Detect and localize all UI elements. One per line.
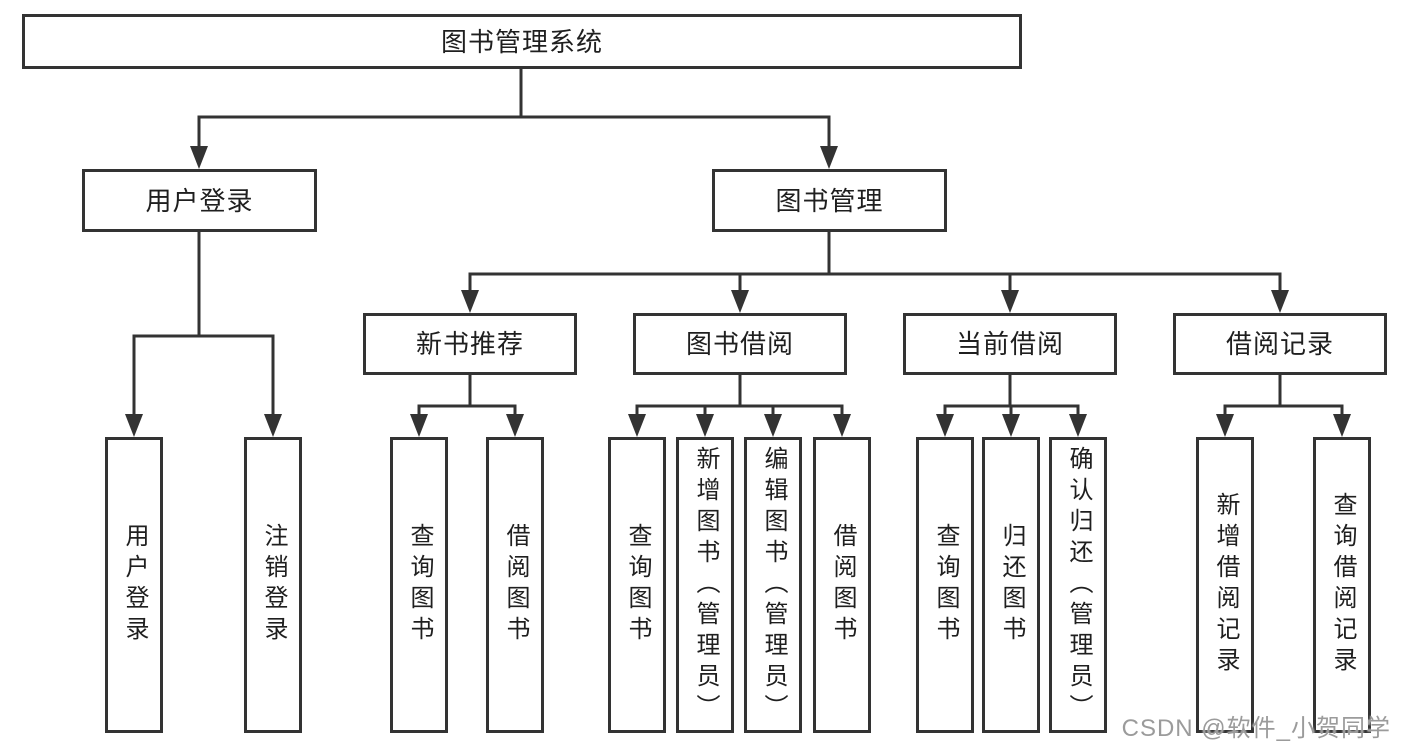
node-login-leaf: 用户登录 (105, 437, 163, 733)
node-label: 图书管理 (775, 185, 884, 216)
node-label: 图书管理系统 (440, 26, 603, 57)
node-label: 确认归还（管理员） (1065, 445, 1092, 725)
node-label: 查询借阅记录 (1329, 492, 1356, 678)
node-query-book-3: 查询图书 (916, 437, 974, 733)
node-root: 图书管理系统 (22, 14, 1022, 69)
node-user-login: 用户登录 (82, 169, 317, 232)
node-borrow-records: 借阅记录 (1173, 313, 1387, 375)
node-label: 注销登录 (260, 523, 287, 647)
node-query-book-1: 查询图书 (390, 437, 448, 733)
node-label: 编辑图书（管理员） (760, 445, 787, 725)
node-label: 用户登录 (121, 523, 148, 647)
node-label: 查询图书 (406, 523, 433, 647)
node-label: 新增图书（管理员） (692, 445, 719, 725)
node-book-borrow: 图书借阅 (633, 313, 847, 375)
node-confirm-return: 确认归还（管理员） (1049, 437, 1107, 733)
node-label: 借阅图书 (829, 523, 856, 647)
node-label: 新书推荐 (415, 329, 524, 359)
watermark: CSDN @软件_小贺同学 (1121, 715, 1391, 742)
node-label: 查询图书 (932, 523, 959, 647)
node-new-book-rec: 新书推荐 (363, 313, 577, 375)
node-edit-book: 编辑图书（管理员） (744, 437, 802, 733)
node-label: 查询图书 (624, 523, 651, 647)
node-label: 当前借阅 (955, 329, 1064, 359)
node-label: 归还图书 (998, 523, 1025, 647)
node-borrow-book-1: 借阅图书 (486, 437, 544, 733)
node-label: 借阅记录 (1225, 329, 1334, 359)
node-label: 图书借阅 (685, 329, 794, 359)
node-label: 新增借阅记录 (1212, 492, 1239, 678)
node-add-record: 新增借阅记录 (1196, 437, 1254, 733)
node-borrow-book-2: 借阅图书 (813, 437, 871, 733)
node-query-book-2: 查询图书 (608, 437, 666, 733)
node-label: 借阅图书 (502, 523, 529, 647)
node-return-book: 归还图书 (982, 437, 1040, 733)
node-logout-leaf: 注销登录 (244, 437, 302, 733)
node-book-mgmt: 图书管理 (712, 169, 947, 232)
node-query-record: 查询借阅记录 (1313, 437, 1371, 733)
node-add-book: 新增图书（管理员） (676, 437, 734, 733)
node-label: 用户登录 (145, 185, 254, 216)
node-current-borrow: 当前借阅 (903, 313, 1117, 375)
